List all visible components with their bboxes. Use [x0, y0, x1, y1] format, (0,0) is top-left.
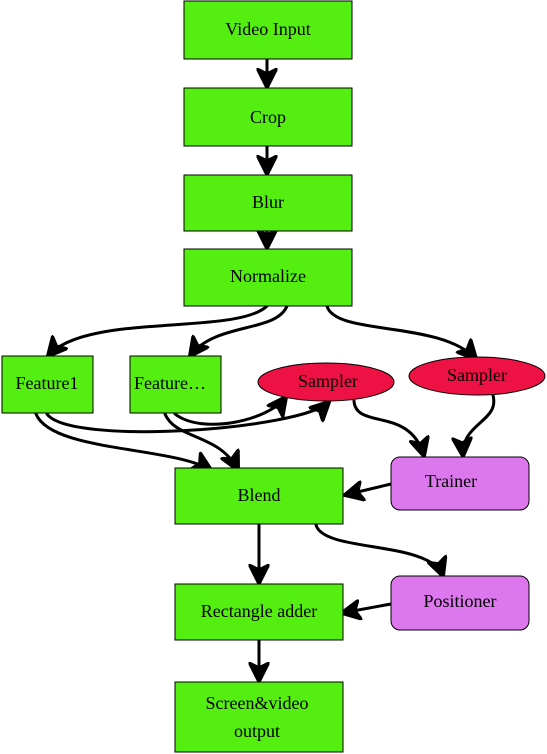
edge-feature-more-to-sampler-left [173, 397, 286, 426]
node-blend: Blend [174, 467, 344, 525]
node-rectangle-adder: Rectangle adder [174, 583, 344, 641]
node-output-label-line2: output [234, 721, 280, 741]
node-rectangle-adder-label: Rectangle adder [201, 601, 317, 621]
node-sampler-right: Sampler [408, 356, 546, 396]
node-blur: Blur [183, 174, 353, 232]
node-feature-more: Feature… [129, 355, 222, 414]
node-crop-label: Crop [250, 107, 286, 127]
node-feature1: Feature1 [1, 355, 94, 414]
node-normalize: Normalize [183, 248, 353, 307]
node-feature1-label: Feature1 [16, 373, 79, 393]
edge-feature1-to-blend [34, 412, 211, 470]
node-positioner: Positioner [390, 575, 530, 631]
edge-normalize-to-feature-more [190, 304, 289, 356]
edge-sampler-left-to-trainer [352, 399, 424, 456]
edge-feature-more-to-blend [163, 412, 238, 470]
node-sampler-left-label: Sampler [298, 371, 358, 391]
node-feature-more-label: Feature… [134, 373, 206, 393]
edge-normalize-to-feature1 [48, 304, 269, 356]
node-trainer: Trainer [390, 456, 530, 511]
node-crop: Crop [183, 87, 353, 147]
edge-blend-to-positioner [314, 523, 443, 576]
edge-positioner-to-rectangle-adder [342, 604, 393, 613]
edge-sampler-right-to-trainer [463, 390, 496, 456]
edges [34, 57, 496, 681]
edge-normalize-to-sampler-right [325, 304, 476, 359]
node-blur-label: Blur [252, 192, 284, 212]
node-trainer-label: Trainer [425, 471, 477, 491]
edge-feature1-to-sampler-left [45, 402, 329, 434]
node-video-input: Video Input [183, 0, 353, 60]
node-video-input-label: Video Input [225, 19, 310, 39]
edge-trainer-to-blend [345, 484, 393, 495]
node-output-label-line1: Screen&video [206, 693, 309, 713]
node-normalize-label: Normalize [230, 266, 306, 286]
node-sampler-right-label: Sampler [447, 365, 507, 385]
node-blend-label: Blend [238, 485, 281, 505]
node-screen-video-output: Screen&video output [174, 681, 344, 753]
node-sampler-left: Sampler [257, 362, 395, 402]
node-positioner-label: Positioner [423, 591, 496, 611]
